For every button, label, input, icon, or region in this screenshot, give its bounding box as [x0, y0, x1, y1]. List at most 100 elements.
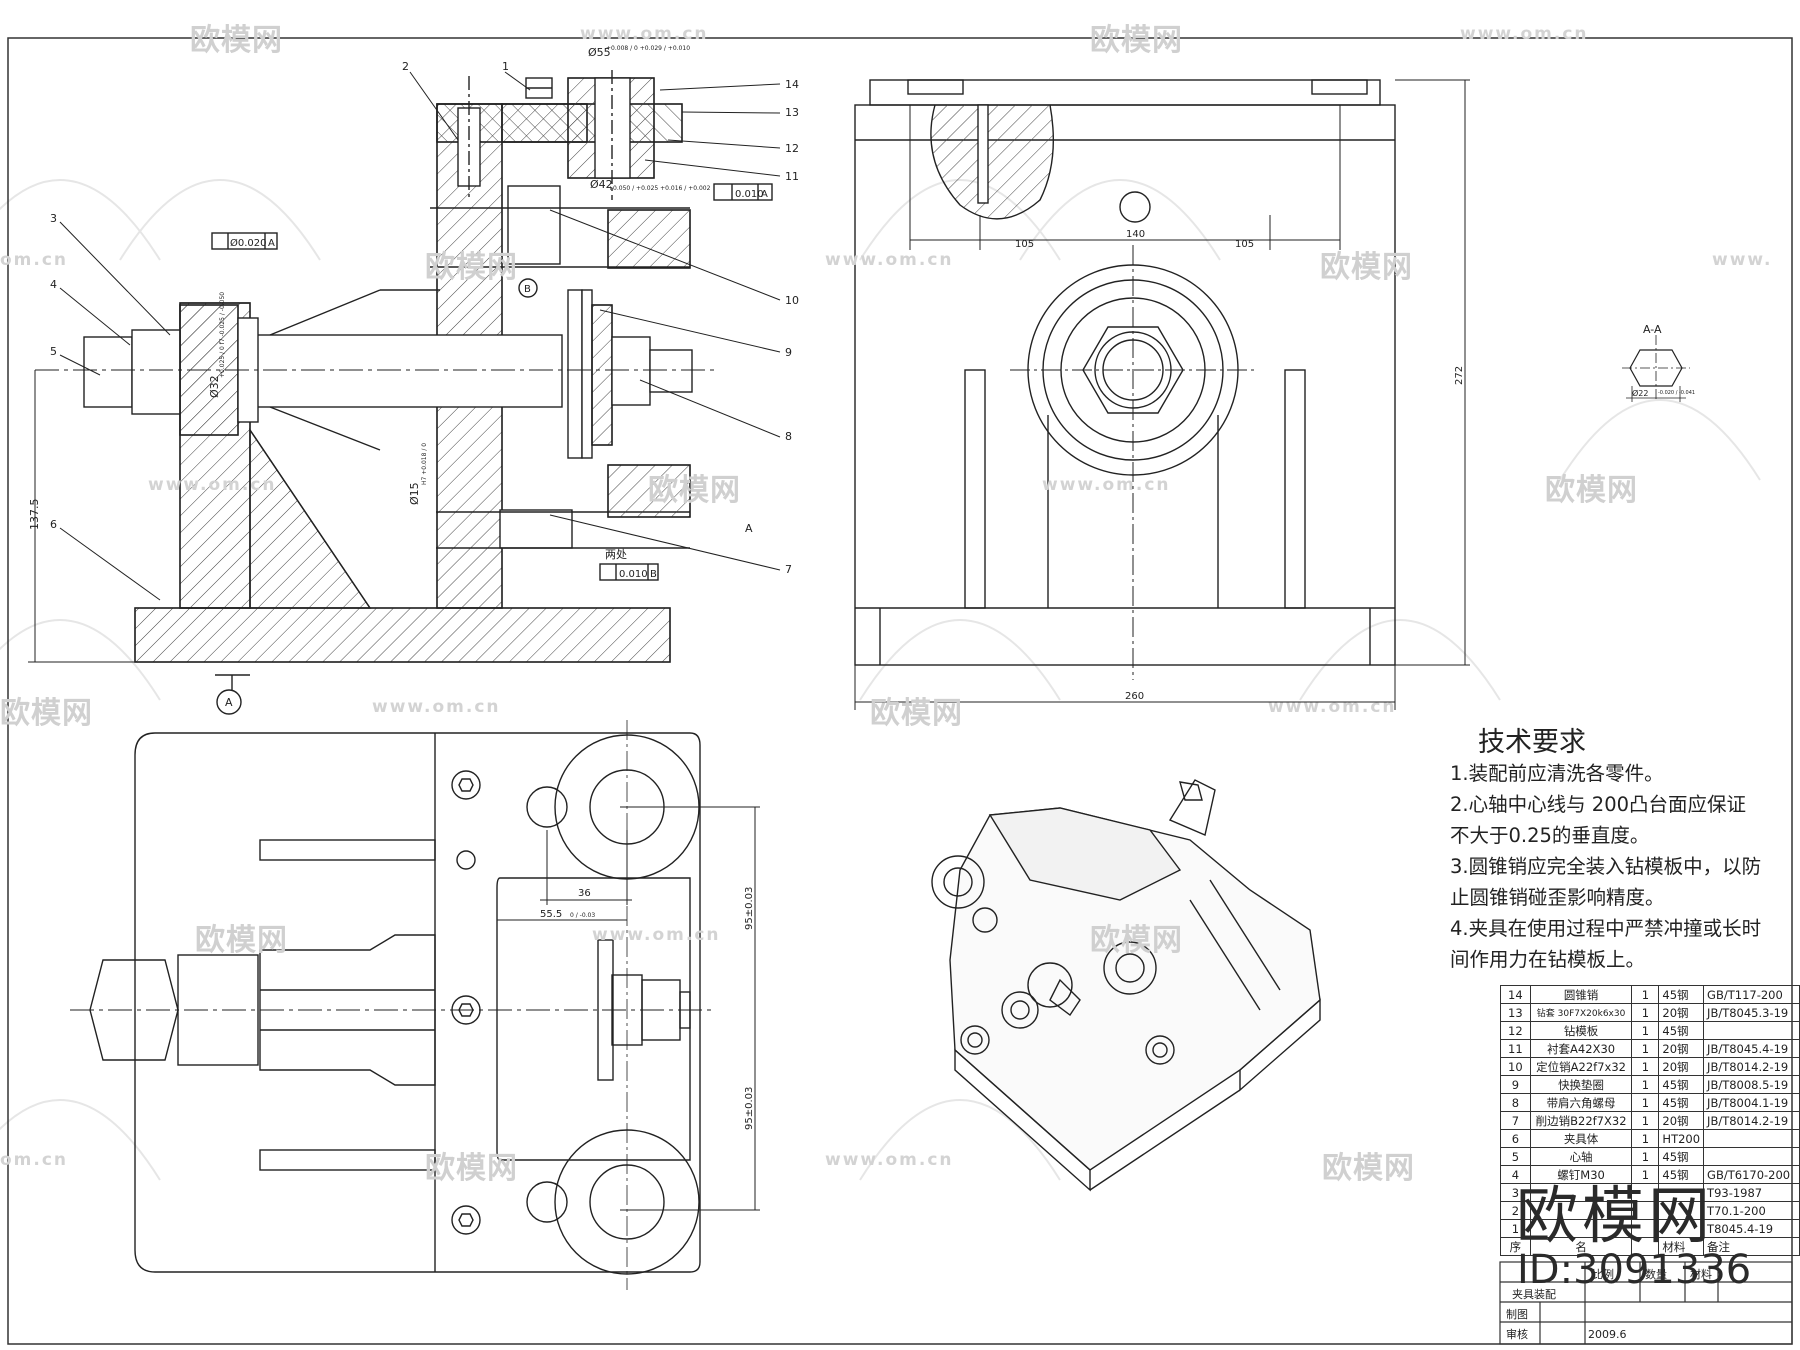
- sheet-border: [7, 37, 1793, 1345]
- watermark-brand: 欧模网: [190, 23, 283, 58]
- side-view-dims: 140 105 105 272 260: [1015, 229, 1465, 702]
- tech-req-list: 1.装配前应清洗各零件。 2.心轴中心线与 200凸台面应保证 不大于0.25的…: [1450, 758, 1780, 975]
- dim-95-upper: 95±0.03: [744, 887, 755, 930]
- part-number-13: 13: [785, 106, 799, 119]
- section-dim-tol: -0.020 / -0.041: [1658, 390, 1695, 396]
- dim-mid-bore-tol: +0.050 / +0.025 +0.016 / +0.002: [608, 185, 711, 192]
- part-number-7: 7: [785, 563, 792, 576]
- dim-95-lower: 95±0.03: [744, 1087, 755, 1130]
- watermark-url: www.om.cn: [592, 925, 721, 945]
- tol-perp-a-datum: A: [761, 189, 768, 200]
- top-view-dims: 36 55.5 0 / -0.03 95±0.03 95±0.03: [540, 887, 755, 1130]
- tol-perp-b-datum: B: [650, 569, 657, 580]
- datum-b-symbol: B: [524, 284, 531, 295]
- tol-perp-a: 0.010: [735, 189, 764, 200]
- tol-perp-b: 0.010: [619, 569, 648, 580]
- quick-washer: [567, 289, 583, 459]
- part-number-9: 9: [785, 346, 792, 359]
- section-dim: Ø22: [1632, 388, 1648, 398]
- section-a-a: [1622, 335, 1690, 402]
- dim-55: 55.5: [540, 909, 562, 920]
- corner-logo: 欧模网: [1516, 1179, 1715, 1252]
- part-number-3: 3: [50, 212, 57, 225]
- dim-height: 137.5: [28, 499, 41, 531]
- part-number-4: 4: [50, 278, 57, 291]
- tb-drawing-name: 夹具装配: [1512, 1288, 1556, 1301]
- tb-date: 2009.6: [1588, 1328, 1627, 1341]
- main-section-view: [28, 70, 781, 715]
- section-mark-a: A: [745, 522, 753, 535]
- tb-checked-label: 审核: [1506, 1327, 1528, 1341]
- tb-qty-label: 数量: [1645, 1268, 1667, 1281]
- mandrel: [241, 334, 563, 408]
- side-view: [854, 79, 1470, 710]
- part-number-11: 11: [785, 170, 799, 183]
- dim-105-left: 105: [1015, 239, 1034, 250]
- watermark-brand: 欧模网: [1545, 473, 1638, 508]
- title-block: [1499, 1261, 1793, 1345]
- top-view: [70, 720, 760, 1290]
- dim-36: 36: [578, 888, 591, 899]
- watermark-url: www.om.cn: [372, 697, 501, 717]
- part-number-1: 1: [502, 60, 509, 73]
- part-number-10: 10: [785, 294, 799, 307]
- dim-top-bore-tol: +0.008 / 0 +0.029 / +0.010: [606, 45, 690, 52]
- corner-id: ID:3091336: [1517, 1247, 1752, 1293]
- watermark-brand: 欧模网: [1090, 23, 1183, 58]
- part-number-12: 12: [785, 142, 799, 155]
- tb-drawn-label: 制图: [1506, 1308, 1528, 1321]
- dim-mid-bore: Ø42: [590, 178, 613, 191]
- diamond-pin: [499, 509, 573, 549]
- watermark-brand: 欧模网: [195, 923, 288, 958]
- watermark-url: www.om.cn: [1460, 24, 1589, 44]
- tech-req-item: 不大于0.25的垂直度。: [1450, 824, 1650, 847]
- watermark-brand: 欧模网: [425, 250, 518, 285]
- watermark-url: om.cn: [0, 250, 69, 270]
- nut-left: [83, 336, 133, 408]
- tech-req-item: 3.圆锥销应完全装入钻模板中，以防: [1450, 855, 1762, 878]
- watermark-url: om.cn: [0, 1150, 69, 1170]
- watermark-brand: 欧模网: [648, 473, 741, 508]
- isometric-view: [931, 779, 1321, 1192]
- watermark-brand: 欧模网: [0, 696, 93, 731]
- part-number-14: 14: [785, 78, 799, 91]
- dim-shaft: Ø32: [208, 375, 221, 398]
- main-view-labels: 1 2 3 4 5 6 7 8 9 10 11 12 13 14 Ø55 +0.…: [28, 45, 799, 709]
- tech-req-item: 1.装配前应清洗各零件。: [1450, 762, 1664, 785]
- dim-shaft-tol: +0.025 / 0 f7 -0.025 / -0.050: [219, 292, 226, 378]
- tb-material-label: 材料: [1690, 1267, 1712, 1281]
- dim-pin-tol: H7 +0.018 / 0: [421, 443, 428, 485]
- section-label: A-A: [1643, 323, 1662, 336]
- base-plate: [134, 607, 671, 663]
- watermark-url: www.om.cn: [148, 475, 277, 495]
- part-number-2: 2: [402, 60, 409, 73]
- watermark-url: www.om.cn: [825, 250, 954, 270]
- part-number-6: 6: [50, 518, 57, 531]
- tech-req-item: 间作用力在钻模板上。: [1450, 948, 1646, 971]
- side-cutout: [930, 104, 1054, 220]
- dim-55-tol: 0 / -0.03: [570, 912, 595, 919]
- watermark-brand: 欧模网: [1090, 923, 1183, 958]
- watermark-url: www.om.cn: [1042, 475, 1171, 495]
- dim-272: 272: [1454, 366, 1465, 385]
- watermark-brand: 欧模网: [425, 1151, 518, 1186]
- watermark-brand: 欧模网: [1322, 1151, 1415, 1186]
- title-block-text: 比例 数量 材料 夹具装配 制图 审核 2009.6: [1506, 1267, 1712, 1341]
- tech-req-item: 止圆锥销碰歪影响精度。: [1450, 886, 1665, 909]
- datum-a-symbol: A: [225, 696, 233, 709]
- tech-req-title: 技术要求: [1478, 727, 1586, 758]
- watermark-url: www.om.cn: [825, 1150, 954, 1170]
